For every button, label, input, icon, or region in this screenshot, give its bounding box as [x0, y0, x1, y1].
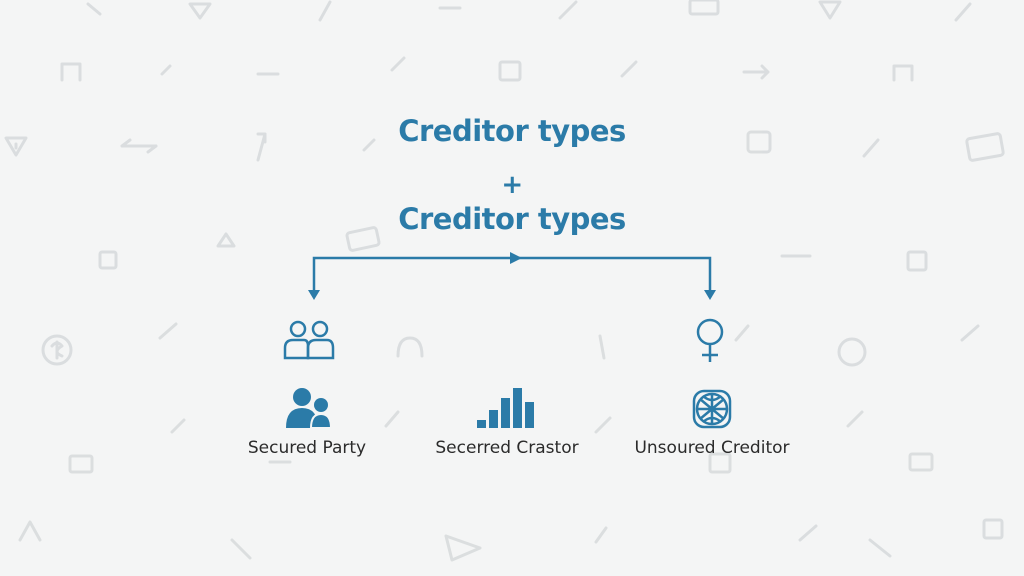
- item-label-secerred-crastor: Secerred Crastor: [435, 438, 579, 458]
- plus-sign: +: [501, 170, 523, 200]
- item-label-unsoured-creditor: Unsoured Creditor: [634, 438, 790, 458]
- bar-chart-icon: [477, 388, 534, 428]
- diagram-title-bottom: Creditor types: [398, 202, 626, 236]
- female-symbol-icon: [696, 318, 724, 362]
- arrowhead-left: [308, 290, 320, 300]
- diagram-title-top: Creditor types: [398, 114, 626, 148]
- arrowhead-right: [704, 290, 716, 300]
- globe-icon: [692, 389, 732, 429]
- arrowhead-center: [510, 252, 522, 264]
- people-outline-icon: [283, 320, 335, 360]
- people-icon: [286, 388, 332, 429]
- item-label-secured-party: Secured Party: [247, 438, 367, 458]
